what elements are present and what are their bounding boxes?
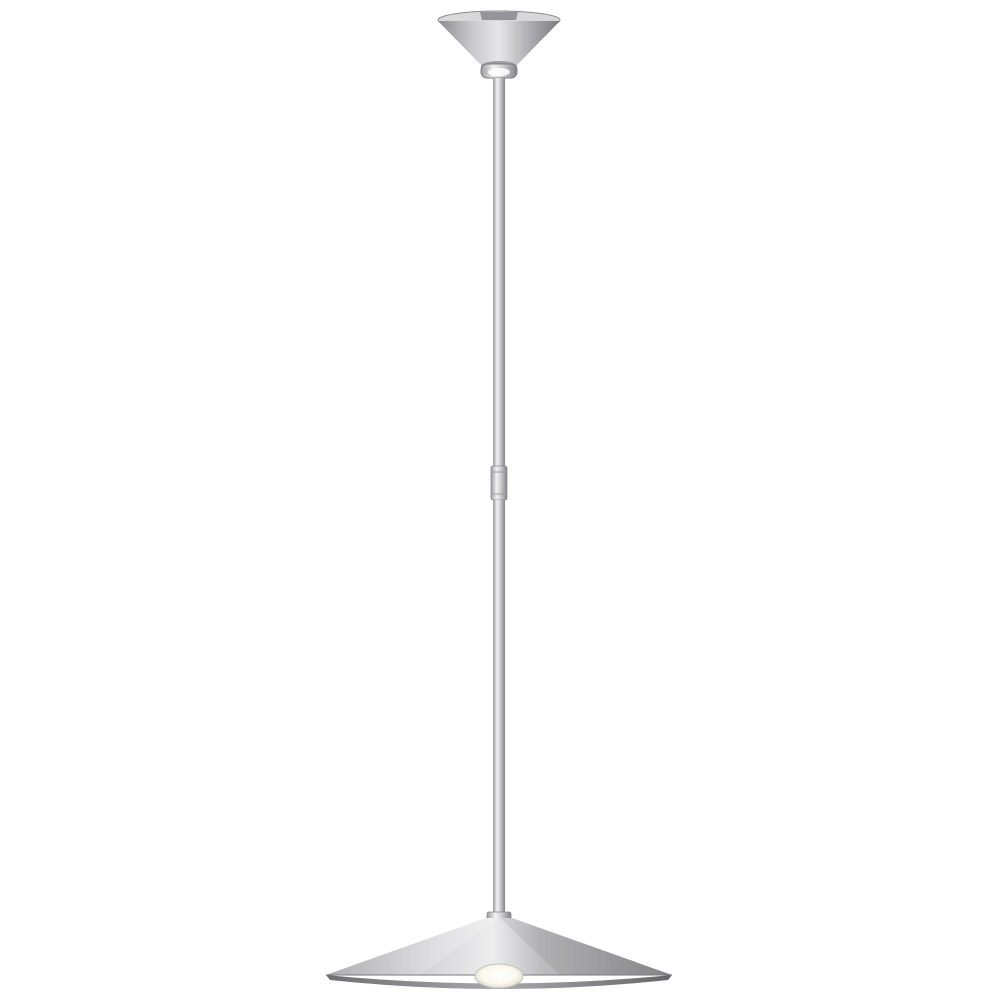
shade xyxy=(326,918,672,989)
canopy-collar xyxy=(480,63,518,79)
upper-rod xyxy=(493,78,505,468)
rod-coupler xyxy=(490,465,508,501)
lower-rod xyxy=(493,500,505,915)
bulb-glow xyxy=(474,963,524,989)
ceiling-canopy xyxy=(437,10,561,71)
